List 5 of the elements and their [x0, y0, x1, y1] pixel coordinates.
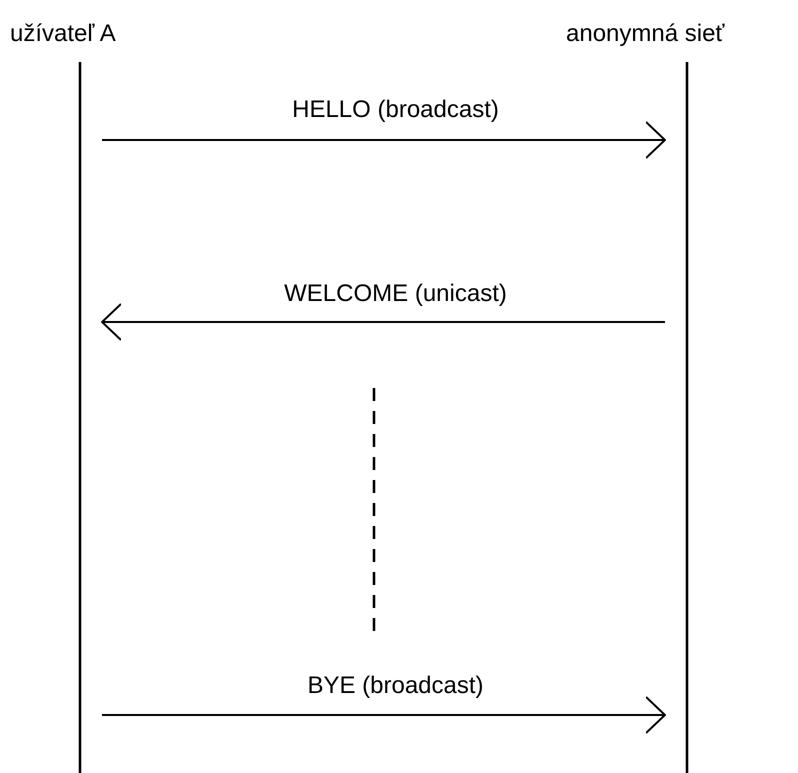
participant-label: užívateľ A — [10, 20, 116, 48]
message-arrow — [102, 121, 666, 159]
message-arrow — [101, 303, 665, 341]
message-arrow — [102, 696, 666, 734]
participant-label: anonymná sieť — [566, 20, 724, 48]
